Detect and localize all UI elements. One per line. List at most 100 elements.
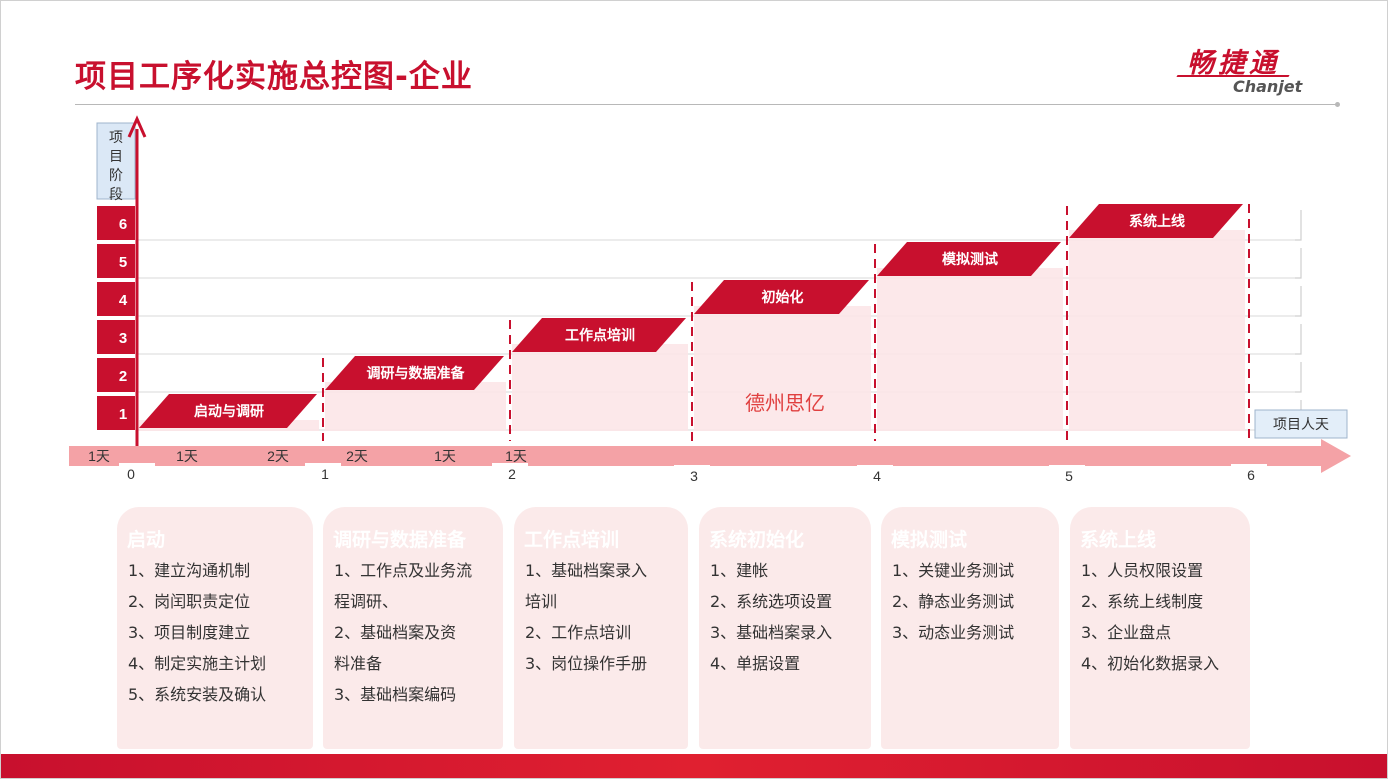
stage-card-title: 模拟测试: [891, 529, 968, 551]
stage-banner: [325, 356, 504, 390]
stage-card: 模拟测试 1、关键业务测试 2、静态业务测试 3、动态业务测试: [881, 507, 1059, 749]
stage-card-item: 1、人员权限设置: [1081, 561, 1204, 580]
x-axis-label-box: [1254, 409, 1348, 439]
stage-card-item: 2、岗闰职责定位: [128, 592, 251, 611]
stage-banner: [694, 280, 869, 314]
grid-bracket: [1295, 362, 1302, 393]
grid-bracket: [1295, 324, 1302, 355]
grid-bracket: [1295, 286, 1302, 317]
stage-card-item: 3、动态业务测试: [892, 623, 1015, 642]
level-number: 5: [119, 254, 127, 271]
stage-area: [325, 382, 506, 431]
stage-card-item: 料准备: [334, 654, 383, 673]
day-label: 1天: [88, 448, 110, 464]
stage-area: [694, 306, 871, 431]
y-axis-arrow-icon: [127, 115, 147, 138]
stage-area: [1069, 230, 1245, 431]
level-box: [97, 320, 135, 354]
stage-card-item: 1、关键业务测试: [892, 561, 1015, 580]
y-axis-label-char: 段: [109, 186, 123, 202]
stage-card-item: 3、岗位操作手册: [525, 654, 648, 673]
stage-card-title: 工作点培训: [524, 529, 620, 551]
stage-card-item: 2、系统上线制度: [1081, 592, 1204, 611]
watermark-text: 德州思亿: [745, 392, 825, 415]
stage-label: 系统上线: [1129, 213, 1185, 229]
x-tick-bg: [857, 465, 893, 487]
stage-label: 初始化: [762, 289, 804, 305]
stage-banner: [1069, 204, 1243, 238]
x-tick-label: 1: [321, 466, 329, 482]
level-box: [97, 206, 135, 240]
stage-card-item: 5、系统安装及确认: [128, 685, 267, 704]
stage-banner: [512, 318, 686, 352]
stage-card-title: 调研与数据准备: [333, 529, 467, 551]
stage-label: 工作点培训: [565, 327, 635, 343]
x-tick-label: 4: [873, 468, 881, 484]
level-number: 2: [119, 368, 127, 385]
x-axis-arrow-body: [69, 446, 1324, 466]
day-label: 2天: [346, 448, 368, 464]
stage-card-item: 4、单据设置: [710, 654, 801, 673]
stage-card-item: 3、项目制度建立: [128, 623, 251, 642]
grid-bracket: [1295, 248, 1302, 279]
stage-chart: 启动与调研调研与数据准备工作点培训初始化模拟测试系统上线项目阶段1234561天…: [69, 115, 1351, 487]
logo-cn-text: 畅捷通: [1187, 48, 1280, 79]
stage-card-item: 程调研、: [334, 592, 399, 611]
title-divider-dot: [1335, 102, 1340, 107]
y-axis-label-char: 项: [109, 129, 123, 145]
stage-card-item: 1、建帐: [710, 561, 769, 580]
level-number: 6: [119, 216, 127, 233]
stage-card-item: 2、静态业务测试: [892, 592, 1015, 611]
x-tick-bg: [674, 465, 710, 487]
level-number: 4: [119, 292, 128, 309]
stage-card-item: 3、基础档案录入: [710, 623, 833, 642]
day-label: 1天: [434, 448, 456, 464]
stage-card-item: 3、基础档案编码: [334, 685, 457, 704]
level-number: 3: [119, 330, 127, 347]
x-tick-bg: [119, 463, 155, 485]
x-axis-label: 项目人天: [1273, 416, 1329, 432]
chanjet-logo: 畅捷通 Chanjet: [1167, 27, 1339, 99]
level-box: [97, 358, 135, 392]
stage-card-item: 1、基础档案录入: [525, 561, 648, 580]
grid-bracket: [1295, 210, 1302, 241]
footer-band: [1, 754, 1387, 778]
x-tick-bg: [305, 463, 341, 485]
y-axis-label-char: 阶: [109, 167, 123, 183]
stage-card-title: 系统初始化: [709, 529, 805, 551]
stage-card-title: 系统上线: [1080, 529, 1157, 551]
stage-label: 调研与数据准备: [367, 365, 466, 381]
y-axis-label-char: 目: [109, 148, 123, 164]
stage-area: [877, 268, 1063, 431]
logo-en-text: Chanjet: [1233, 77, 1303, 96]
stage-card-item: 培训: [525, 592, 558, 611]
day-label: 1天: [505, 448, 527, 464]
x-axis-arrowhead-icon: [1321, 439, 1351, 473]
x-tick-label: 5: [1065, 468, 1073, 484]
day-label: 1天: [176, 448, 198, 464]
stage-card-item: 1、工作点及业务流: [334, 561, 473, 580]
x-tick-label: 3: [690, 468, 698, 484]
level-box: [97, 396, 135, 430]
stage-card: 启动 1、建立沟通机制 2、岗闰职责定位 3、项目制度建立 4、制定实施主计划 5、系统安…: [117, 507, 313, 749]
x-tick-bg: [492, 463, 528, 485]
stage-card-item: 3、企业盘点: [1081, 623, 1172, 642]
stage-banner: [877, 242, 1061, 276]
x-tick-label: 6: [1247, 467, 1255, 483]
stage-card-item: 2、系统选项设置: [710, 592, 833, 611]
stage-card-title: 启动: [127, 529, 166, 551]
stage-card-item: 4、制定实施主计划: [128, 654, 267, 673]
x-tick-bg: [1231, 464, 1267, 486]
level-box: [97, 244, 135, 278]
x-tick-bg: [1049, 465, 1085, 487]
stage-label: 模拟测试: [942, 251, 998, 267]
day-label: 2天: [267, 448, 289, 464]
level-number: 1: [119, 406, 127, 423]
stage-area: [512, 344, 688, 431]
x-tick-label: 2: [508, 466, 516, 482]
stage-card-item: 1、建立沟通机制: [128, 561, 251, 580]
